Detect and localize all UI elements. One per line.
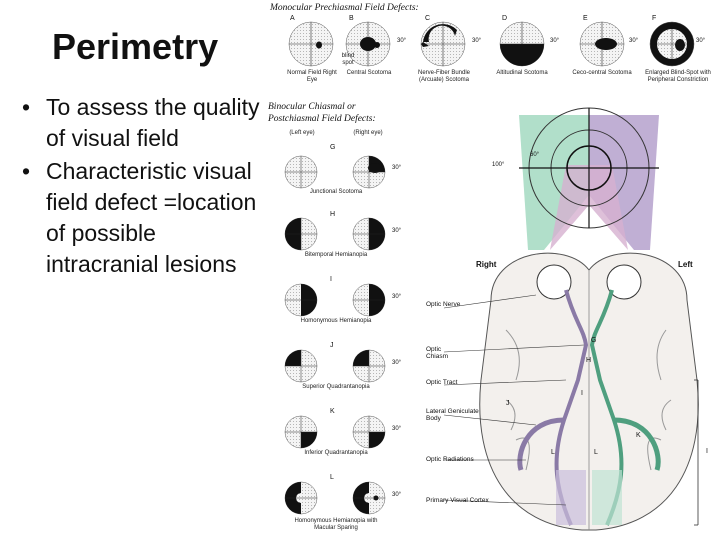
field-f-enlarged-blind-spot (649, 21, 695, 67)
figure-svg (284, 21, 699, 531)
caption-b: Central Scotoma (346, 70, 392, 76)
path-letter-k: K (636, 432, 641, 439)
bullet-item: • To assess the quality of visual field (22, 92, 262, 154)
field-a-normal (288, 21, 334, 67)
caption-l: Homonymous Hemianopia with Macular Spari… (294, 518, 378, 531)
path-letter-i-bracket: I (706, 448, 708, 455)
letter-b: B (349, 15, 354, 22)
binocular-defects-column (284, 155, 386, 515)
row-i-homonymous (284, 283, 386, 317)
brain-diagram (443, 107, 699, 531)
row-g-junctional (284, 155, 386, 189)
caption-j: Superior Quadrantanopia (302, 384, 370, 390)
deg-label: 30° (397, 38, 407, 44)
bullet-dot: • (22, 94, 31, 120)
letter-l: L (330, 474, 334, 481)
bullet-text: Characteristic visual field defect =loca… (46, 158, 257, 277)
letter-j: J (330, 342, 334, 349)
slide-title: Perimetry (52, 26, 219, 67)
bullet-item: • Characteristic visual field defect =loc… (22, 156, 262, 280)
path-letter-j: J (506, 400, 510, 407)
label-primary-visual-cortex: Primary Visual Cortex (426, 497, 489, 504)
label-optic-tract: Optic Tract (426, 379, 458, 386)
letter-f: F (652, 15, 657, 22)
blind-spot-label: blind spot (341, 53, 355, 66)
deg-label: 30° (392, 228, 402, 234)
label-optic-nerve: Optic Nerve (426, 301, 461, 308)
caption-h: Bitemporal Hemianopia (304, 252, 368, 258)
row-k-inferior-quadrantanopia (284, 415, 386, 449)
letter-d: D (502, 15, 508, 22)
caption-f: Enlarged Blind-Spot with Peripheral Cons… (645, 70, 711, 83)
bullet-dot: • (22, 158, 31, 184)
path-letter-l-left: L (594, 449, 598, 456)
deg-label: 30° (472, 38, 482, 44)
caption-d: Altitudinal Scotoma (496, 70, 548, 76)
deg-60-label: 60° (530, 152, 540, 158)
bullet-text: To assess the quality of visual field (46, 94, 260, 151)
caption-c: Nerve-Fiber Bundle (Arcuate) Scotoma (417, 70, 471, 83)
letter-k: K (330, 408, 335, 415)
deg-100-label: 100° (492, 162, 505, 168)
visual-field-figure: Monocular Prechiasmal Field Defects: A B… (266, 0, 720, 540)
label-lateral-geniculate: Lateral Geniculate Body (426, 408, 479, 422)
field-d-altitudinal-scotoma (499, 21, 545, 67)
mono-heading: Monocular Prechiasmal Field Defects: (270, 3, 419, 13)
letter-i: I (330, 276, 332, 283)
letter-g: G (330, 144, 336, 151)
path-letter-i: I (581, 390, 583, 397)
bino-heading-1: Binocular Chiasmal or (268, 102, 356, 112)
letter-c: C (425, 15, 431, 22)
field-e-cecocentral-scotoma (579, 21, 625, 67)
path-letter-g: G (591, 337, 597, 344)
caption-a: Normal Field Right Eye (287, 70, 337, 83)
label-optic-chiasm: Optic Chiasm (426, 346, 449, 360)
letter-h: H (330, 211, 336, 218)
label-optic-radiations: Optic Radiations (426, 456, 474, 463)
path-letter-h: H (586, 357, 592, 364)
bullet-list: • To assess the quality of visual field •… (22, 92, 262, 282)
right-eye-label: (Right eye) (353, 130, 383, 136)
monocular-defects-row (288, 21, 695, 67)
deg-label: 30° (629, 38, 639, 44)
field-b-central-scotoma (345, 21, 391, 67)
caption-k: Inferior Quadrantanopia (304, 450, 368, 456)
caption-e: Ceco-central Scotoma (572, 70, 632, 76)
deg-label: 30° (392, 426, 402, 432)
deg-label: 30° (392, 360, 402, 366)
left-side-label: Left (678, 260, 693, 269)
field-c-arcuate-scotoma (420, 21, 466, 67)
caption-g: Junctional Scotoma (309, 189, 363, 195)
caption-i: Homonymous Hemianopia (300, 318, 372, 324)
deg-label: 30° (392, 165, 402, 171)
deg-label: 30° (696, 38, 706, 44)
right-side-label: Right (476, 260, 497, 269)
letter-a: A (290, 15, 295, 22)
bino-heading-2: Postchiasmal Field Defects: (268, 114, 376, 124)
deg-label: 30° (392, 294, 402, 300)
row-l-macular-sparing (284, 481, 386, 515)
deg-label: 30° (392, 492, 402, 498)
row-j-superior-quadrantanopia (284, 349, 386, 383)
path-letter-l-right: L (551, 449, 555, 456)
left-eye-label: (Left eye) (289, 130, 315, 136)
letter-e: E (583, 15, 588, 22)
deg-label: 30° (550, 38, 560, 44)
row-h-bitemporal (284, 217, 386, 251)
